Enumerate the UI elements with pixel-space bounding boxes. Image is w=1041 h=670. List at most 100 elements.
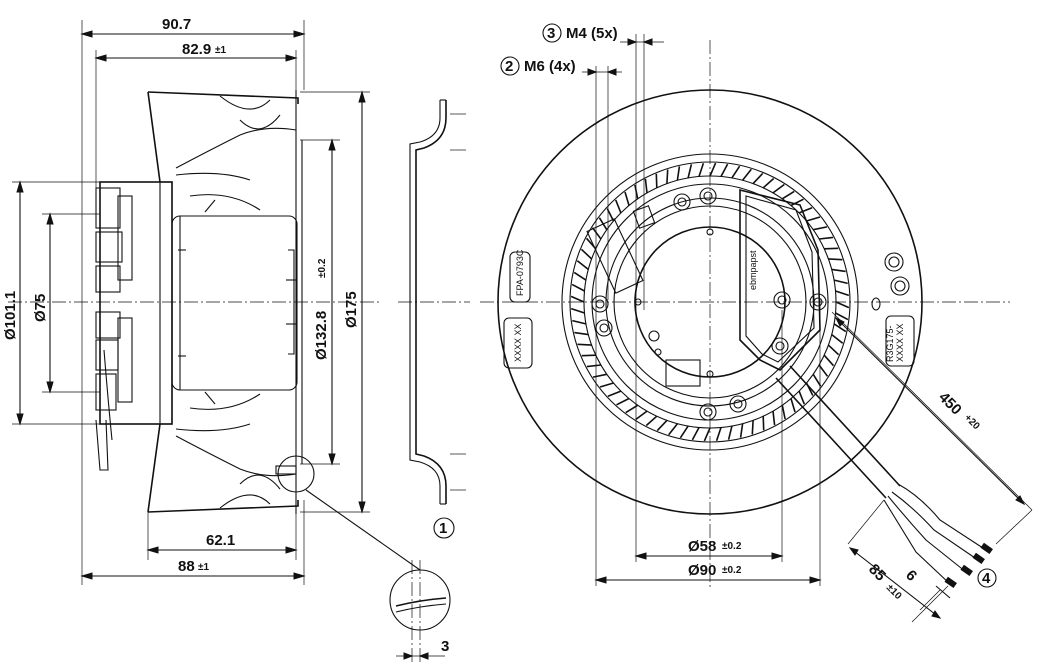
motor-rotor — [171, 215, 298, 391]
blade-tick — [573, 271, 587, 281]
blade-tick — [571, 283, 585, 292]
blade-tick — [828, 258, 843, 261]
blade-tick — [616, 397, 630, 406]
blade-tick — [824, 247, 839, 250]
blade-tick — [570, 307, 585, 314]
blade-tick — [833, 279, 848, 285]
blade-tick — [831, 268, 846, 273]
side-view: 90.7 82.9 ±1 Ø101.1 Ø75 — [2, 16, 421, 585]
blade-tick — [752, 172, 764, 185]
blade-tick — [772, 183, 785, 194]
dimension-diameter-90: Ø90 — [688, 562, 716, 579]
blade-tick — [819, 236, 834, 240]
dimension-88: 88 — [178, 558, 195, 575]
callout-circle-1 — [433, 517, 455, 539]
dimension-82-9: 82.9 — [182, 41, 211, 58]
outer-ring — [497, 89, 923, 515]
blade-tick — [818, 364, 829, 377]
blade-tick — [823, 354, 835, 367]
callout-circle-2 — [500, 56, 520, 76]
dimension-strip-6: 6 — [902, 567, 920, 585]
date-code-label-right — [885, 315, 915, 367]
blade-tick — [827, 344, 840, 356]
blade-tick — [835, 290, 850, 297]
dimension-3: 3 — [441, 638, 449, 655]
dimension-line-450 — [835, 317, 1025, 505]
svg-text:XXXX XX: XXXX XX — [895, 323, 905, 362]
blade-tick — [709, 162, 717, 177]
inlet-ring-edge — [561, 153, 859, 451]
blade-tick — [781, 190, 795, 200]
date-wheel-2 — [890, 276, 910, 296]
blade-tick — [668, 423, 679, 436]
dimension-diameter-175: Ø175 — [343, 291, 360, 328]
dimension-58-tolerance: ±0.2 — [722, 541, 742, 552]
blade-tick — [644, 178, 648, 193]
dimension-85-tolerance: ±10 — [884, 582, 904, 602]
blade-tick — [666, 169, 669, 184]
blade-tick — [790, 198, 804, 207]
thread-m4: M4 (5x) — [566, 25, 618, 42]
blade-tick — [679, 425, 689, 439]
blade-tick — [727, 425, 733, 440]
blade-tick — [772, 411, 776, 426]
callout-circle-3 — [542, 23, 562, 43]
dimension-132-8-tolerance: ±0.2 — [317, 258, 328, 278]
callout-1: 1 — [439, 520, 447, 537]
blade-tick — [599, 382, 614, 388]
svg-text:FPA-0793C: FPA-0793C — [515, 249, 525, 296]
motor-flange — [99, 181, 173, 425]
callout-circle-4 — [977, 568, 997, 588]
blade-tick — [790, 398, 796, 413]
thread-m6: M6 (4x) — [524, 58, 576, 75]
dimension-diameter-132-8: Ø132.8 — [313, 311, 330, 360]
blade-tick — [813, 226, 828, 231]
dimension-strip-85: 85 — [865, 561, 889, 585]
label-sticker — [586, 218, 644, 294]
dimension-90-tolerance: ±0.2 — [722, 565, 742, 576]
blade-tick — [812, 373, 822, 387]
blade-tick — [624, 191, 630, 206]
inlet-ring-profile — [415, 100, 447, 504]
blade-tick — [691, 427, 700, 441]
detail-circle — [277, 455, 315, 493]
blade-tick — [741, 168, 752, 181]
dimension-diameter-58: Ø58 — [688, 538, 716, 555]
blade-tick — [574, 331, 589, 336]
blade-tick — [703, 427, 711, 442]
ground-symbol — [648, 330, 660, 342]
part-label-left — [509, 251, 531, 303]
svg-text:XXXX XX: XXXX XX — [513, 323, 523, 362]
dimension-diameter-75: Ø75 — [32, 294, 49, 322]
svg-text:R3G175-: R3G175- — [885, 325, 895, 362]
blade-tick — [655, 173, 658, 188]
callout-4: 4 — [982, 570, 991, 587]
blade-tick — [645, 415, 658, 427]
date-wheel-1 — [884, 252, 904, 272]
blade-tick — [570, 295, 585, 303]
electronics-box — [739, 188, 821, 371]
blade-tick — [687, 164, 693, 179]
dimension-diameter-101-1: Ø101.1 — [2, 291, 19, 340]
blade-tick — [751, 420, 754, 435]
blade-tick — [635, 410, 648, 421]
blade-tick — [607, 390, 622, 398]
blade-tick — [576, 260, 589, 271]
blade-tick — [835, 301, 850, 309]
blade-tick — [806, 216, 821, 222]
front-view: ebmpapst FPA-0793C XXXX XX XXXX XX R3G17… — [480, 23, 1033, 623]
blade-tick — [586, 364, 601, 368]
dimension-line-6 — [935, 585, 951, 599]
blade-tick — [781, 405, 786, 420]
blade-tick — [798, 390, 806, 405]
brand-mark: ebmpapst — [748, 250, 758, 290]
blade-tick — [715, 427, 722, 442]
dimension-line-85 — [849, 547, 941, 619]
blade-tick — [614, 199, 622, 214]
dimension-62-1: 62.1 — [206, 532, 235, 549]
dimension-cable-450: 450 — [935, 389, 965, 419]
blade-tick — [581, 354, 596, 357]
blade-tick — [720, 163, 729, 177]
blade-tick — [835, 312, 849, 321]
